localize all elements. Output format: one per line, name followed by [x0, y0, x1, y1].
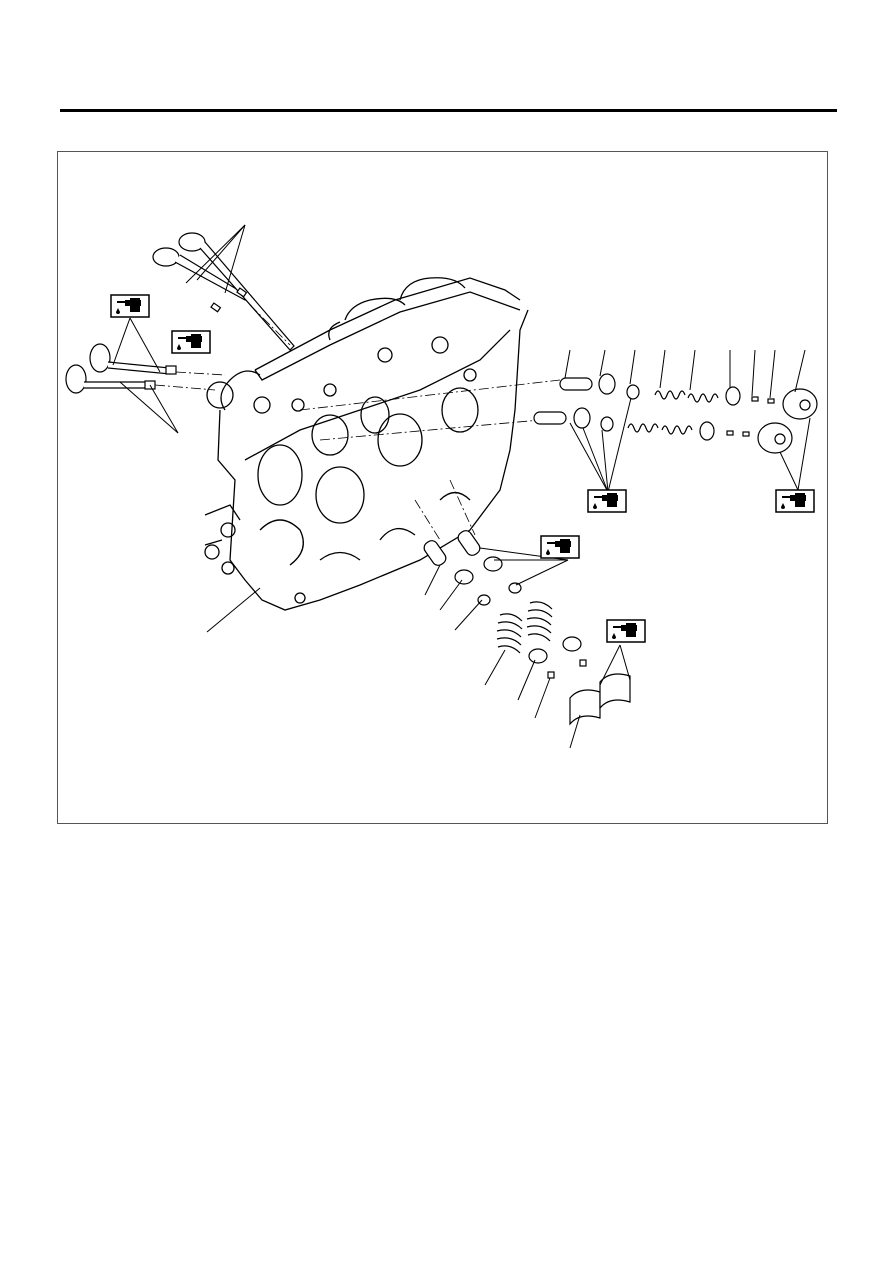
oil-can-icon	[171, 330, 211, 354]
valves-lower	[65, 343, 177, 394]
leader-line	[206, 587, 261, 633]
oil-can-icon	[606, 619, 646, 643]
spring-retainers-lower	[528, 636, 587, 679]
valve-guides-right	[533, 377, 593, 425]
valve-seals-lower	[454, 556, 522, 606]
oil-can-icon	[587, 489, 627, 513]
valves-upper	[152, 232, 295, 351]
valve-springs-lower	[496, 601, 553, 654]
valve-lifters-right	[757, 388, 818, 454]
oil-can-icon	[110, 294, 150, 318]
oil-can-icon	[540, 535, 580, 559]
header-rule	[60, 109, 837, 112]
valve-seals-right	[573, 373, 640, 432]
valve-lifters-lower	[569, 673, 631, 726]
cylinder-head	[204, 277, 529, 611]
spring-retainers-right	[699, 386, 775, 441]
valve-guides-lower	[423, 530, 481, 566]
oil-can-icon	[775, 489, 815, 513]
